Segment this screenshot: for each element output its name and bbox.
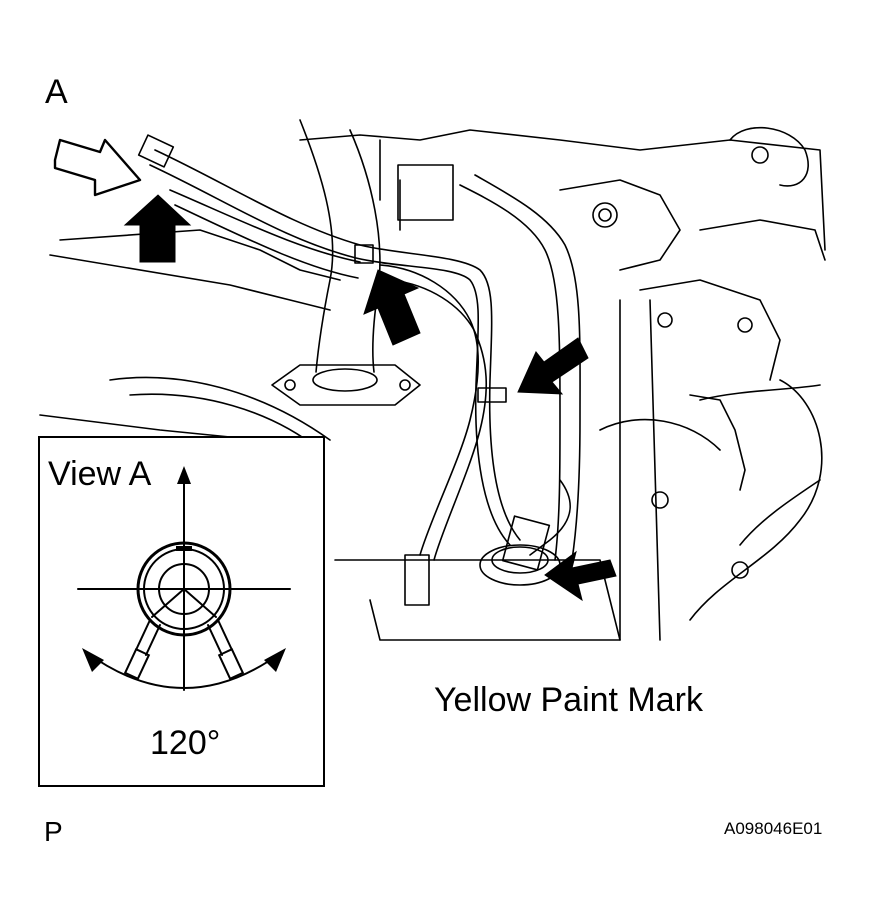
- clamp: [397, 164, 454, 221]
- hose: [379, 264, 480, 556]
- hose: [474, 174, 581, 561]
- engine-outline: [649, 299, 661, 641]
- bolt-hole: [592, 202, 618, 228]
- arrow-left-down: [517, 337, 589, 395]
- view-a-inset: [38, 436, 325, 787]
- sensor-wire: [529, 479, 572, 556]
- bolt-hole: [651, 491, 669, 509]
- hose: [459, 184, 561, 561]
- arrow-left: [544, 550, 617, 602]
- hose-end: [404, 554, 430, 606]
- hose: [391, 279, 487, 561]
- engine-outline: [109, 376, 331, 441]
- clamp: [354, 244, 374, 264]
- bolt-hole: [751, 146, 769, 164]
- engine-outline: [699, 384, 821, 401]
- hose: [174, 204, 359, 279]
- engine-outline: [739, 479, 821, 546]
- corner-letter-label: P: [44, 816, 63, 847]
- engine-outline: [559, 179, 681, 271]
- flange-bolt: [284, 379, 296, 391]
- flange-bolt: [399, 379, 411, 391]
- sensor-wire: [149, 164, 511, 546]
- arrow-up-right: [363, 269, 421, 346]
- inset-title: View A: [48, 455, 152, 493]
- hose: [169, 189, 361, 263]
- engine-outline: [299, 129, 826, 251]
- engine-outline: [639, 279, 781, 381]
- engine-outline: [49, 254, 331, 311]
- engine-outline: [599, 418, 721, 451]
- engine-outline: [689, 379, 823, 621]
- engine-outline: [699, 219, 826, 261]
- sensor-connector: [501, 515, 551, 571]
- clamp: [477, 387, 507, 403]
- engine-outline: [729, 126, 809, 187]
- bolt-hole: [737, 317, 753, 333]
- view-direction-arrow: [53, 138, 142, 197]
- sensor-boss: [491, 546, 549, 574]
- engine-outline: [334, 559, 621, 641]
- engine-outline: [379, 139, 401, 231]
- flange: [271, 364, 421, 406]
- pipe-opening: [312, 368, 378, 392]
- paint-mark-label: Yellow Paint Mark: [434, 681, 703, 719]
- figure-code: A098046E01: [724, 819, 823, 838]
- pipe: [299, 119, 334, 373]
- arrow-up: [123, 194, 192, 263]
- view-letter-label: A: [45, 73, 68, 111]
- angle-label: 120°: [150, 724, 221, 762]
- bolt-hole: [731, 561, 749, 579]
- bolt-hole: [598, 208, 612, 222]
- sensor-wire: [154, 149, 521, 541]
- connector: [137, 134, 175, 168]
- bolt-hole: [657, 312, 673, 328]
